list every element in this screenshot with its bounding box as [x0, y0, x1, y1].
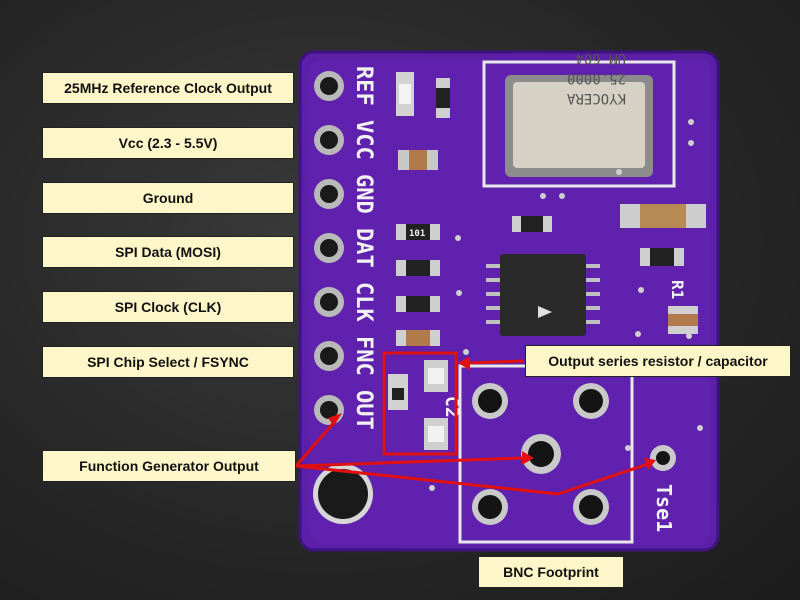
capacitor-right-lower — [668, 306, 698, 334]
capacitor-mid — [396, 330, 440, 346]
resistor-1 — [396, 224, 440, 240]
bnc-footprint — [458, 364, 634, 544]
callout-ref-clock: 25MHz Reference Clock Output — [42, 72, 294, 104]
silk-r1: R1 — [668, 280, 687, 299]
crystal-text-1: KYOCERA — [566, 90, 626, 106]
callout-ground: Ground — [42, 182, 294, 214]
pin-hole-fnc — [314, 341, 344, 371]
callout-bnc: BNC Footprint — [478, 556, 624, 588]
arrow-test-point-a — [295, 464, 559, 496]
arrow-series-rc — [467, 359, 525, 365]
bnc-hole-1 — [472, 383, 508, 419]
mounting-hole — [313, 464, 373, 524]
output-series-components — [388, 360, 448, 450]
series-rc-highlight-box — [382, 351, 458, 456]
bnc-hole-4 — [472, 489, 508, 525]
resistor-1-text: 101 — [409, 229, 425, 239]
silk-pin-vcc: VCC — [351, 120, 376, 160]
arrow-test-point-head — [644, 458, 656, 470]
led-component — [396, 72, 414, 116]
resistor-top — [436, 78, 450, 118]
resistor-column: 101 — [396, 224, 440, 346]
pin-hole-out — [314, 395, 344, 425]
arrow-out-pin — [294, 419, 338, 467]
arrow-out-pin-head — [328, 413, 342, 426]
capacitor-top — [398, 150, 438, 170]
crystal-text-3: UM 604 — [575, 50, 626, 66]
silk-pin-ref: REF — [351, 66, 376, 106]
silk-pin-fnc: FNC — [351, 336, 376, 376]
silk-pin-gnd: GND — [351, 174, 376, 214]
arrow-bnc-center — [295, 456, 525, 468]
resistor-near-crystal — [512, 216, 552, 232]
bnc-hole-2 — [573, 383, 609, 419]
output-test-point — [650, 445, 676, 471]
vias — [429, 119, 703, 491]
silk-brand: Tse1 — [652, 484, 676, 532]
resistor-right — [640, 248, 684, 266]
capacitor-right — [620, 204, 706, 228]
callout-func-out: Function Generator Output — [42, 450, 296, 482]
bnc-hole-3 — [521, 434, 561, 474]
crystal-text-2: 25.0000 — [567, 70, 626, 86]
callout-vcc: Vcc (2.3 - 5.5V) — [42, 127, 294, 159]
pin-hole-clk — [314, 287, 344, 317]
arrow-bnc-center-head — [522, 451, 534, 465]
callout-series-rc: Output series resistor / capacitor — [525, 345, 791, 377]
callout-spi-data: SPI Data (MOSI) — [42, 236, 294, 268]
bnc-hole-5 — [573, 489, 609, 525]
silk-pin-out: OUT — [351, 390, 376, 430]
crystal-oscillator: KYOCERA 25.0000 UM 604 — [482, 50, 676, 188]
callout-spi-clock: SPI Clock (CLK) — [42, 291, 294, 323]
silk-pin-dat: DAT — [351, 228, 376, 268]
pin-hole-gnd — [314, 179, 344, 209]
pin-hole-ref — [314, 71, 344, 101]
callout-spi-cs: SPI Chip Select / FSYNC — [42, 346, 294, 378]
annotation-arrows — [294, 356, 656, 496]
silk-pin-clk: CLK — [351, 282, 376, 322]
resistor-2 — [396, 260, 440, 276]
arrow-test-point-b — [557, 462, 649, 496]
arrow-series-rc-head — [458, 356, 470, 370]
pin-hole-dat — [314, 233, 344, 263]
pin-hole-vcc — [314, 125, 344, 155]
resistor-3 — [396, 296, 440, 312]
dds-ic — [486, 254, 600, 336]
